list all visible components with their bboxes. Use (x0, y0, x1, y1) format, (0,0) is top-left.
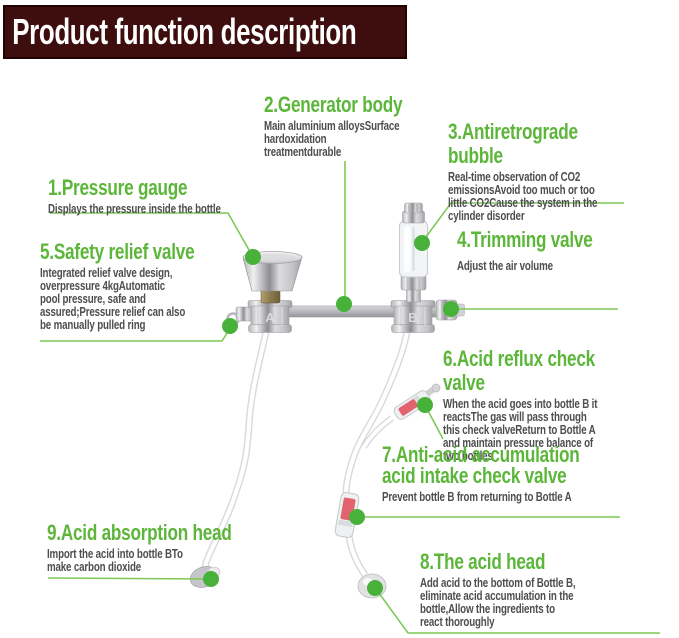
callout-desc-pressure-gauge: Displays the pressure inside the bottle (48, 202, 221, 216)
valve-tip (431, 383, 441, 393)
callout-line-pressure-gauge (50, 212, 254, 258)
callout-anti-acid-accumulation: 7.Anti-acid accumulation acid intake che… (382, 442, 580, 504)
callout-desc-generator-body: Main aluminium alloysSurface hardoxidati… (264, 119, 400, 159)
page-title: Product function description (12, 11, 357, 52)
callout-dots (203, 235, 459, 596)
callout-desc-acid-reflux-check-valve: When the acid goes into bottle B it reac… (443, 397, 598, 463)
acid-intake-check-valve-part (334, 492, 360, 538)
callout-antiretrograde-bubble: 3.Antiretrograde bubble Real-time observ… (448, 120, 628, 223)
cap-b-letter: B (408, 310, 417, 325)
callout-desc-anti-acid-accumulation: Prevent bottle B from returning to Bottl… (382, 490, 572, 504)
callout-heading-generator-body: 2.Generator body (264, 92, 403, 117)
callout-pressure-gauge: 1.Pressure gauge Displays the pressure i… (48, 176, 221, 216)
callout-heading-antiretrograde-bubble: 3.Antiretrograde bubble (448, 119, 578, 168)
left-tube (201, 331, 270, 573)
callout-desc-antiretrograde-bubble: Real-time observation of CO2 emissionsAv… (448, 170, 598, 223)
callout-heading-acid-reflux-check-valve: 6.Acid reflux check valve (443, 346, 595, 395)
callout-lines (40, 161, 660, 634)
callout-acid-absorption-head: 9.Acid absorption head Import the acid i… (47, 521, 232, 574)
bubble-counter (399, 202, 428, 303)
generator-device: A B (189, 202, 465, 599)
callout-dot-anti-acid-accumulation (349, 509, 365, 525)
callout-heading-safety-relief-valve: 5.Safety relief valve (40, 239, 195, 264)
cap-a-letter: A (265, 310, 275, 325)
callout-desc-acid-absorption-head: Import the acid into bottle BTo make car… (47, 547, 183, 574)
callout-trimming-valve: 4.Trimming valve Adjust the air volume (457, 228, 593, 273)
callout-dot-acid-reflux-check-valve (417, 397, 433, 413)
cap-a: A (247, 300, 293, 333)
callout-heading-anti-acid-accumulation: 7.Anti-acid accumulation acid intake che… (382, 442, 580, 488)
right-tube (342, 331, 436, 577)
callout-dot-acid-absorption-head (203, 571, 219, 587)
callout-line-acid-absorption-head (47, 577, 211, 580)
callout-line-acid-reflux-check-valve (425, 406, 444, 440)
callout-heading-acid-absorption-head: 9.Acid absorption head (47, 520, 232, 545)
callout-acid-head: 8.The acid head Add acid to the bottom o… (420, 549, 576, 629)
callout-heading-trimming-valve: 4.Trimming valve (457, 227, 593, 252)
title-bar: Product function description (3, 5, 407, 59)
callout-heading-acid-head: 8.The acid head (420, 549, 546, 574)
callout-line-antiretrograde-bubble (422, 202, 624, 242)
callout-dot-antiretrograde-bubble (414, 235, 430, 251)
cap-b: B (390, 300, 436, 333)
callout-line-acid-head (375, 588, 660, 634)
callout-acid-reflux-check-valve: 6.Acid reflux check valve When the acid … (443, 347, 627, 463)
callout-dot-trimming-valve (443, 301, 459, 317)
callout-desc-trimming-valve: Adjust the air volume (457, 259, 553, 273)
callout-heading-pressure-gauge: 1.Pressure gauge (48, 175, 188, 200)
callout-safety-relief-valve: 5.Safety relief valve Integrated relief … (40, 239, 195, 332)
callout-generator-body: 2.Generator body Main aluminium alloysSu… (264, 92, 403, 159)
callout-dot-acid-head (367, 580, 383, 596)
callout-dot-safety-relief-valve (222, 318, 238, 334)
callout-dot-generator-body (336, 296, 352, 312)
callout-desc-acid-head: Add acid to the bottom of Bottle B, elim… (420, 576, 576, 629)
callout-desc-safety-relief-valve: Integrated relief valve design, overpres… (40, 266, 186, 332)
callout-dot-pressure-gauge (245, 249, 261, 265)
